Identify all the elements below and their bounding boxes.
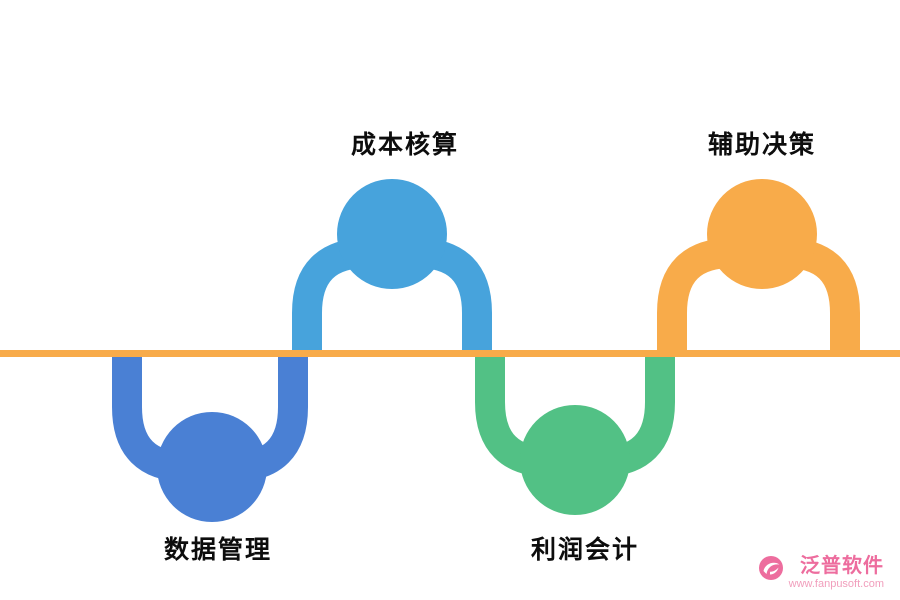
logo-text-block: 泛普软件 www.fanpusoft.com	[789, 555, 884, 590]
brand-name: 泛普软件	[800, 555, 884, 577]
node-label-cost-accounting: 成本核算	[350, 131, 460, 159]
node-label-profit-accounting: 利润会计	[530, 536, 640, 564]
brand-logo: 泛普软件 www.fanpusoft.com	[758, 555, 884, 590]
node-circle-profit-accounting	[520, 405, 630, 515]
baseline	[0, 350, 900, 357]
logo-icon	[758, 556, 783, 580]
brand-url: www.fanpusoft.com	[788, 578, 884, 590]
node-circle-data-management	[157, 412, 267, 522]
node-label-data-management: 数据管理	[163, 536, 273, 564]
node-circle-cost-accounting	[337, 179, 447, 289]
node-circle-decision-support	[707, 179, 817, 289]
node-label-decision-support: 辅助决策	[707, 131, 817, 159]
